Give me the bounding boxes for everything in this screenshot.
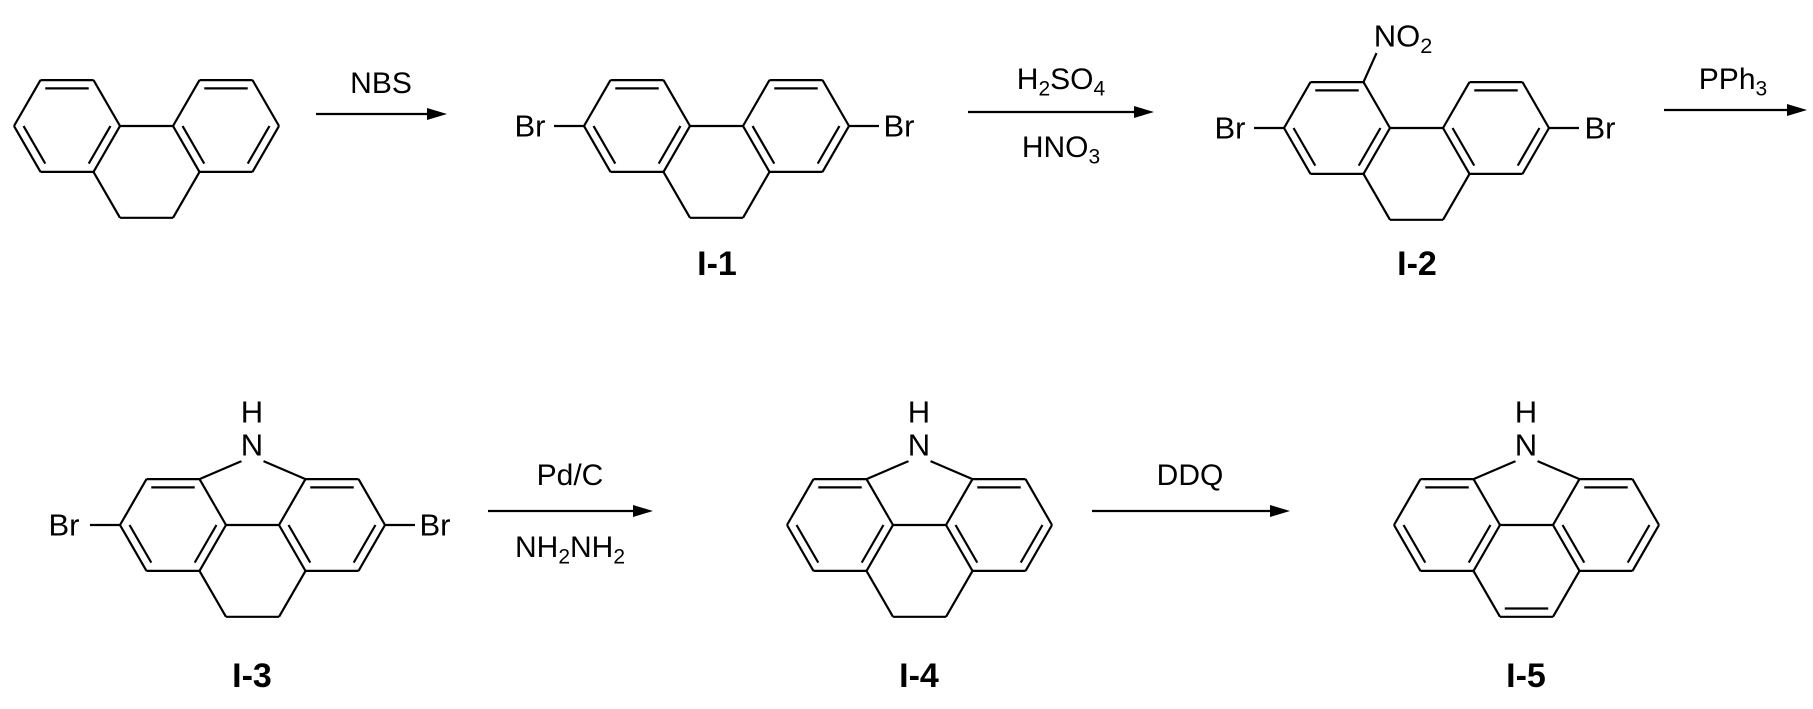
ring-bond <box>1026 479 1053 525</box>
double-bond-inner-line <box>1563 525 1585 563</box>
ring-bond <box>200 479 227 525</box>
double-bond-inner-line <box>24 126 46 164</box>
reagent-pph3: PPh3 <box>1699 65 1767 95</box>
double-bond-inner-line <box>183 126 205 164</box>
bridge-bond <box>946 571 973 617</box>
double-bond-inner-line <box>1404 525 1426 563</box>
double-bond-inner-line <box>594 126 616 164</box>
ring-bond <box>1633 479 1660 525</box>
ring-bond <box>867 479 894 525</box>
atom-n: N <box>907 430 931 461</box>
c-n-bond <box>264 461 306 479</box>
double-bond-inner-line <box>130 525 152 563</box>
compound-label-i5: I-5 <box>1506 659 1546 693</box>
double-bond-inner-line <box>862 525 884 563</box>
ring-bond <box>173 80 200 126</box>
compound-label-i1: I-1 <box>697 247 737 281</box>
compound-label-i2: I-2 <box>1397 247 1437 281</box>
bridge-bond <box>1553 571 1580 617</box>
bridge-bond <box>173 172 200 218</box>
bridge-bond <box>94 172 121 218</box>
double-bond-inner-line <box>1294 128 1316 166</box>
arrowhead <box>427 108 447 120</box>
arrowhead <box>1270 505 1290 517</box>
double-bond-inner-line <box>195 525 217 563</box>
compound-label-i3: I-3 <box>232 659 272 693</box>
double-bond-inner-line <box>659 126 681 164</box>
atom-br: Br <box>514 111 547 142</box>
ring-bond <box>1284 82 1311 128</box>
bridge-bond <box>279 571 306 617</box>
atom-h: H <box>907 397 931 428</box>
ring-bond <box>664 80 691 126</box>
c-n-bond <box>200 461 242 479</box>
bridge-bond <box>1364 174 1391 220</box>
ring-bond <box>743 80 770 126</box>
double-bond-inner-line <box>248 126 270 164</box>
c-nitro-bond <box>1364 53 1377 82</box>
ring-bond <box>94 80 121 126</box>
double-bond-inner-line <box>1469 525 1491 563</box>
atom-nitro-group: NO2 <box>1373 21 1434 52</box>
ring-bond <box>946 479 973 525</box>
double-bond-inner-line <box>753 126 775 164</box>
double-bond-inner-line <box>1453 128 1475 166</box>
arrowhead <box>1787 104 1807 116</box>
ring-bond <box>1364 82 1391 128</box>
bridge-bond <box>743 172 770 218</box>
reagent-ddq: DDQ <box>1157 461 1224 491</box>
bridge-bond <box>1474 571 1501 617</box>
atom-br: Br <box>883 111 916 142</box>
ring-bond <box>1474 479 1501 525</box>
atom-br: Br <box>1584 113 1617 144</box>
ring-bond <box>1394 479 1421 525</box>
ring-bond <box>14 80 41 126</box>
atom-br: Br <box>1214 113 1247 144</box>
arrowhead <box>1134 106 1154 118</box>
double-bond-inner-line <box>354 525 376 563</box>
ring-bond <box>823 80 850 126</box>
ring-bond <box>787 479 814 525</box>
ring-bond <box>1553 479 1580 525</box>
double-bond-inner-line <box>1518 128 1540 166</box>
double-bond-inner-line <box>956 525 978 563</box>
double-bond-inner-line <box>1021 525 1043 563</box>
ring-bond <box>1523 82 1550 128</box>
bridge-bond <box>200 571 227 617</box>
ring-bond <box>1443 82 1470 128</box>
double-bond-inner-line <box>89 126 111 164</box>
bridge-bond <box>867 571 894 617</box>
arrowhead <box>633 505 653 517</box>
ring-bond <box>120 479 147 525</box>
atom-br: Br <box>48 510 81 541</box>
double-bond-inner-line <box>1359 128 1381 166</box>
atom-n: N <box>240 430 264 461</box>
bridge-bond <box>664 172 691 218</box>
reagent-pd-c: Pd/C <box>537 461 604 491</box>
reagent-hydrazine: NH2NH2 <box>515 533 625 563</box>
double-bond-inner-line <box>1628 525 1650 563</box>
ring-bond <box>253 80 280 126</box>
c-n-bond <box>1538 461 1580 479</box>
ring-bond <box>584 80 611 126</box>
reagent-hno3: HNO3 <box>1022 133 1100 163</box>
bridge-bond <box>1443 174 1470 220</box>
c-n-bond <box>1474 461 1516 479</box>
double-bond-inner-line <box>818 126 840 164</box>
reagent-h2so4: H2SO4 <box>1017 65 1105 95</box>
double-bond-inner-line <box>797 525 819 563</box>
c-n-bond <box>867 461 909 479</box>
atom-h: H <box>1514 397 1538 428</box>
atom-n: N <box>1514 430 1538 461</box>
double-bond-inner-line <box>289 525 311 563</box>
ring-bond <box>279 479 306 525</box>
compound-label-i4: I-4 <box>899 659 939 693</box>
reagent-nbs: NBS <box>350 69 412 99</box>
c-n-bond <box>931 461 973 479</box>
atom-br: Br <box>419 510 452 541</box>
atom-h: H <box>240 397 264 428</box>
ring-bond <box>359 479 386 525</box>
